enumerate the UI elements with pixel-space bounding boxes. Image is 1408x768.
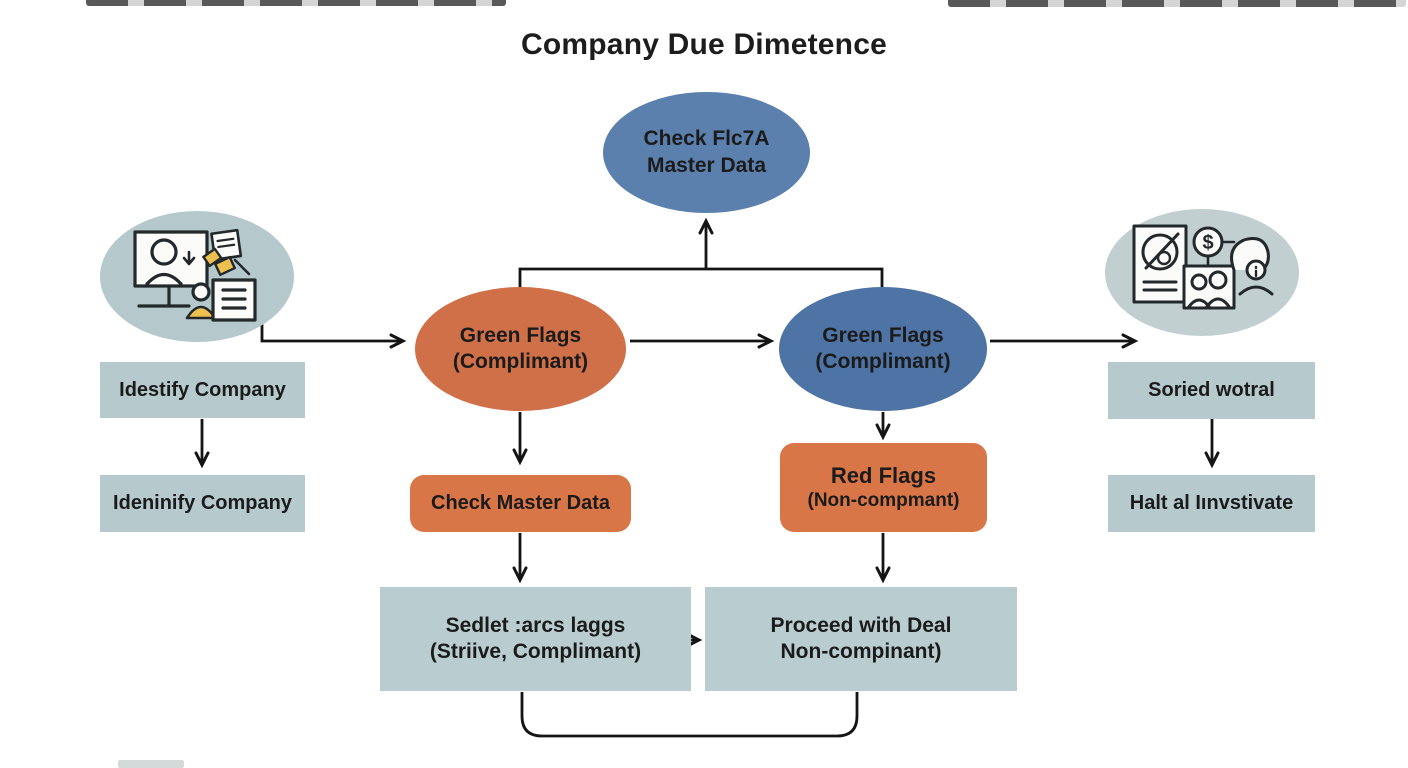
- node-check-master-data: Check Master Data: [410, 475, 631, 532]
- company-research-illustration: [133, 228, 257, 322]
- top-edge-artifact-left: [86, 0, 506, 6]
- connector-leftellipse-to-orange: [260, 322, 407, 349]
- node-line: Proceed with Deal: [770, 613, 952, 637]
- bottom-edge-artifact: [118, 760, 184, 768]
- node-line: Master Data: [646, 153, 767, 177]
- node-green-flags-compliant-left: Green Flags (Complimant): [415, 287, 626, 411]
- node-line: Sedlet :arcs laggs: [445, 613, 626, 637]
- node-line: (Striive, Complimant): [429, 640, 642, 663]
- svg-text:$: $: [1202, 232, 1213, 254]
- node-line: Non-compinant): [780, 640, 942, 663]
- document-list-icon: [211, 277, 257, 322]
- worker-person-icon: [185, 281, 217, 319]
- dollar-coin-icon: $: [1192, 226, 1236, 267]
- node-line: (Non-compmant): [807, 490, 960, 512]
- connector-bottom-loop: [520, 692, 859, 738]
- node-company-research-illustration: [100, 211, 294, 342]
- node-sorted-wotral: Soried wotral: [1108, 362, 1315, 419]
- stamp-icon: [202, 247, 251, 276]
- people-card-icon: [1182, 264, 1236, 309]
- node-identify-company-1: Idestify Company: [100, 362, 305, 418]
- node-line: (Complimant): [452, 350, 589, 373]
- node-line: (Complimant): [815, 350, 951, 373]
- node-red-flags-noncompliant: Red Flags (Non-compmant): [780, 443, 987, 532]
- node-label: Ideninify Company: [113, 492, 292, 514]
- node-line: Red Flags: [830, 462, 937, 488]
- node-identify-company-2: Ideninify Company: [100, 475, 305, 532]
- node-label: Idestify Company: [119, 378, 286, 401]
- node-label: Halt al Iınvstivate: [1129, 492, 1294, 514]
- node-select-arcs-flags: Sedlet :arcs laggs (Striive, Complimant): [380, 587, 691, 691]
- download-arrow-icon: [182, 250, 196, 265]
- node-proceed-with-deal: Proceed with Deal Non-compinant): [705, 587, 1017, 691]
- person-info-icon: [1230, 236, 1274, 295]
- top-edge-artifact-right: [948, 0, 1406, 7]
- connector-tree-horizontal: [518, 267, 884, 287]
- node-label: Soried wotral: [1148, 379, 1275, 401]
- report-prohibited-icon: [1132, 224, 1188, 303]
- review-report-illustration: $: [1132, 224, 1274, 309]
- node-halt-investigate: Halt al Iınvstivate: [1108, 475, 1315, 532]
- node-line: Green Flags: [822, 323, 944, 347]
- node-line: Green Flags: [459, 323, 582, 347]
- node-check-fica-master-data: Check Flc7A Master Data: [603, 92, 810, 213]
- node-label: Check Master Data: [431, 492, 610, 514]
- page-title: Company Due Dimetence: [521, 28, 887, 61]
- node-review-report-illustration: $: [1105, 209, 1299, 336]
- node-green-flags-compliant-right: Green Flags (Complimant): [779, 287, 987, 411]
- node-line: Check Flc7A: [643, 127, 770, 151]
